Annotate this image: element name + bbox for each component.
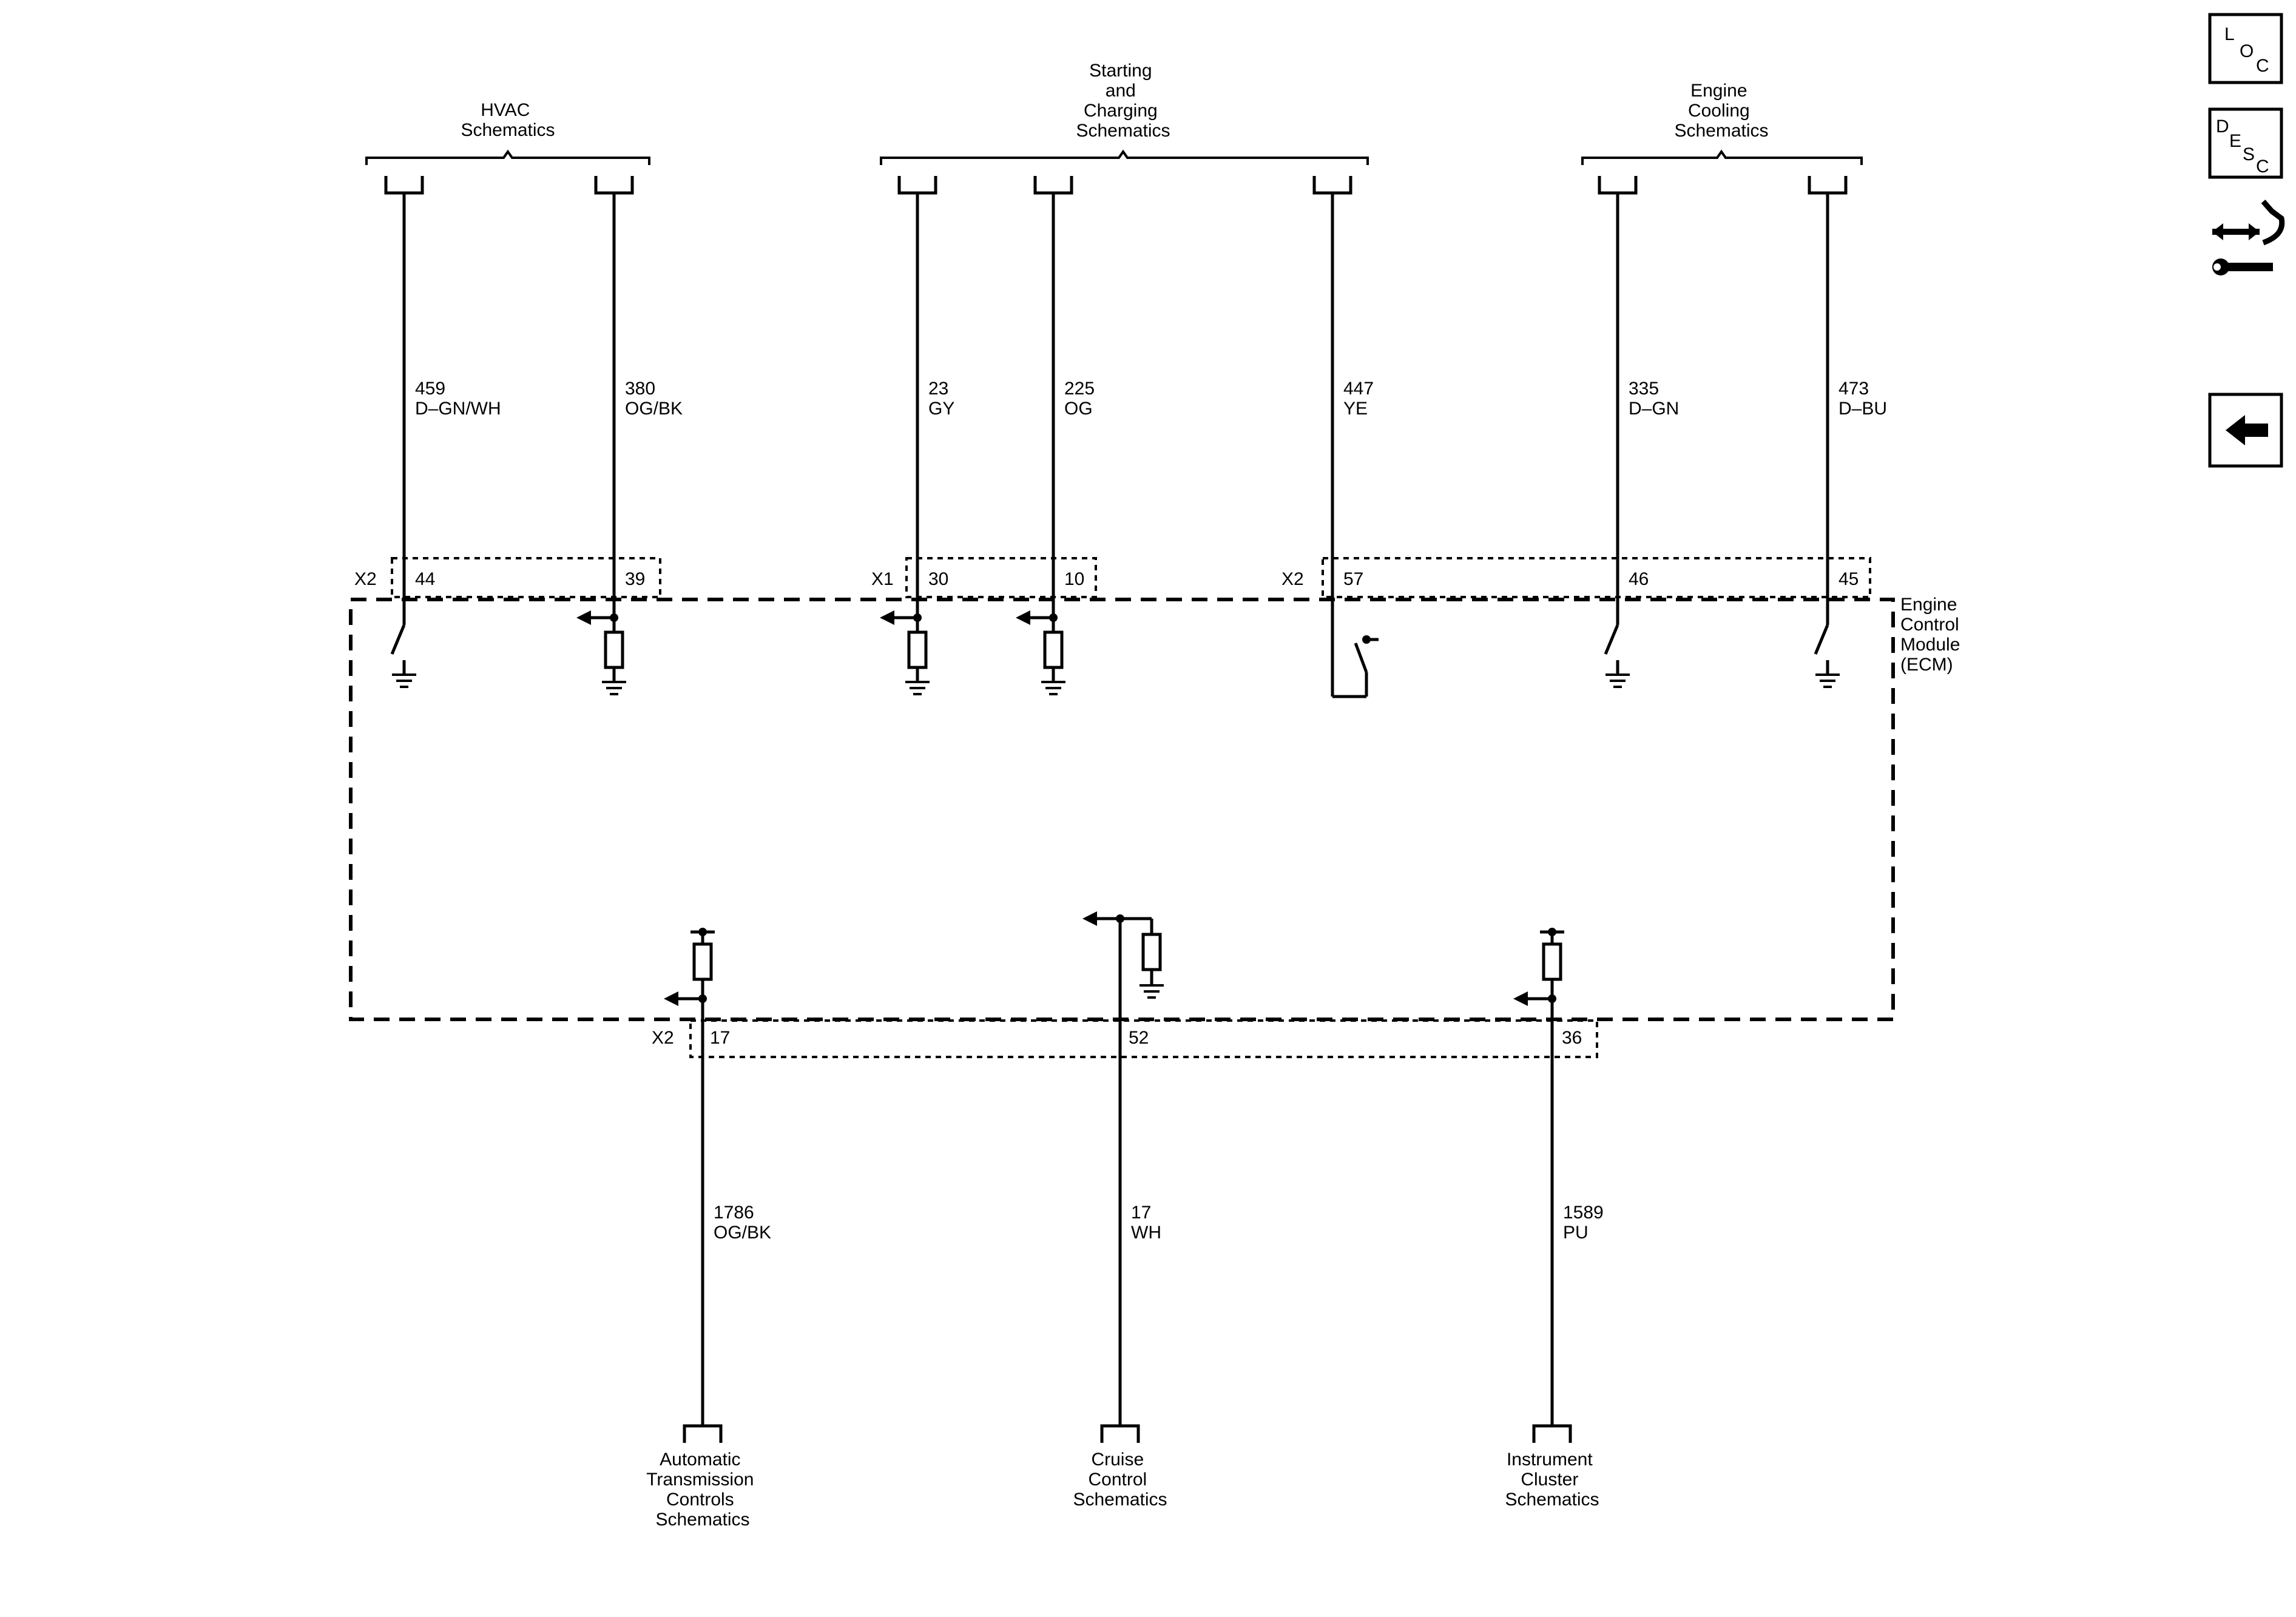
connector-label-x2-top-right: X2 bbox=[1281, 569, 1304, 589]
group-brace-starting-charging bbox=[880, 149, 1369, 165]
group-title-hvac: HVAC Schematics bbox=[461, 100, 555, 140]
loc-icon bbox=[2208, 13, 2283, 84]
top-terminals bbox=[384, 176, 1848, 195]
wire-color-473: D–BU bbox=[1838, 399, 1887, 419]
circuit-number-473: 473 bbox=[1838, 379, 1869, 399]
pin-10: 10 bbox=[1064, 569, 1084, 589]
pin-36: 36 bbox=[1562, 1028, 1582, 1048]
wire-color-225: OG bbox=[1064, 399, 1093, 419]
desc-icon bbox=[2208, 107, 2283, 179]
dest-instrument-cluster: Instrument Cluster Schematics bbox=[1505, 1450, 1599, 1510]
bottom-wires bbox=[701, 919, 1554, 1426]
svg-text:E: E bbox=[2229, 131, 2241, 151]
dest-cruise-control: Cruise Control Schematics bbox=[1073, 1450, 1167, 1510]
internal-switch-pullup-447 bbox=[1332, 635, 1379, 698]
ecm-module-boundary bbox=[349, 598, 1895, 1021]
wire-color-380: OG/BK bbox=[625, 399, 683, 419]
wire-color-335: D–GN bbox=[1629, 399, 1679, 419]
circuit-number-1589: 1589 bbox=[1563, 1203, 1604, 1223]
pin-30: 30 bbox=[928, 569, 948, 589]
back-button[interactable] bbox=[2208, 393, 2283, 468]
internal-resistor-ground-380 bbox=[576, 610, 626, 695]
dest-automatic-transmission: Automatic Transmission Controls Schemati… bbox=[646, 1450, 759, 1530]
connector-box-x2-top-right bbox=[1322, 557, 1871, 598]
desc-button[interactable]: D E S C bbox=[2208, 107, 2283, 179]
group-title-engine-cooling: Engine Cooling Schematics bbox=[1674, 81, 1768, 141]
loc-button[interactable]: L O C bbox=[2208, 13, 2283, 84]
wire-color-23: GY bbox=[928, 399, 954, 419]
internal-pullup-1589 bbox=[1513, 928, 1564, 1006]
ecm-module-label: Engine Control Module (ECM) bbox=[1900, 595, 1965, 675]
connector-label-x1: X1 bbox=[871, 569, 894, 589]
svg-text:D: D bbox=[2216, 116, 2229, 137]
svg-text:O: O bbox=[2240, 41, 2254, 61]
pin-57: 57 bbox=[1343, 569, 1363, 589]
pin-52: 52 bbox=[1129, 1028, 1149, 1048]
circuit-number-459: 459 bbox=[415, 379, 445, 399]
circuit-number-335: 335 bbox=[1629, 379, 1659, 399]
pin-46: 46 bbox=[1629, 569, 1649, 589]
top-wires bbox=[402, 193, 1829, 697]
connector-label-x2-top-left: X2 bbox=[354, 569, 377, 589]
internal-pullup-1786 bbox=[664, 928, 715, 1006]
pin-44: 44 bbox=[415, 569, 435, 589]
svg-text:C: C bbox=[2256, 157, 2269, 177]
wire-color-459: D–GN/WH bbox=[415, 399, 501, 419]
internal-switch-ground-335 bbox=[1604, 624, 1630, 688]
connector-box-x2-bottom bbox=[689, 1019, 1598, 1058]
svg-text:C: C bbox=[2256, 56, 2269, 76]
wire-color-1589: PU bbox=[1563, 1223, 1589, 1243]
wire-color-1786: OG/BK bbox=[714, 1223, 771, 1243]
internal-resistor-ground-23 bbox=[880, 610, 930, 695]
bottom-terminals bbox=[683, 1424, 1572, 1443]
circuit-number-380: 380 bbox=[625, 379, 655, 399]
internal-switch-ground-473 bbox=[1814, 624, 1840, 688]
connector-label-x2-bottom: X2 bbox=[652, 1028, 674, 1048]
group-brace-hvac bbox=[365, 149, 650, 165]
circuit-number-17: 17 bbox=[1131, 1203, 1151, 1223]
internal-resistor-ground-225 bbox=[1016, 610, 1065, 695]
pin-45: 45 bbox=[1838, 569, 1859, 589]
connector-repair-button[interactable] bbox=[2212, 200, 2285, 275]
connector-repair-icon bbox=[2212, 200, 2285, 275]
connector-box-x1 bbox=[905, 557, 1097, 598]
svg-text:S: S bbox=[2243, 144, 2255, 164]
circuit-number-23: 23 bbox=[928, 379, 948, 399]
svg-text:L: L bbox=[2224, 24, 2235, 44]
circuit-number-225: 225 bbox=[1064, 379, 1095, 399]
wire-color-17: WH bbox=[1131, 1223, 1161, 1243]
circuit-number-447: 447 bbox=[1343, 379, 1374, 399]
group-brace-engine-cooling bbox=[1581, 149, 1863, 165]
group-title-starting-charging: Starting and Charging Schematics bbox=[1076, 61, 1170, 141]
internal-resistor-ground-17 bbox=[1082, 911, 1164, 999]
connector-box-x2-top-left bbox=[391, 557, 661, 598]
circuit-number-1786: 1786 bbox=[714, 1203, 754, 1223]
pin-17: 17 bbox=[710, 1028, 730, 1048]
internal-switch-ground-459 bbox=[390, 624, 416, 688]
wire-color-447: YE bbox=[1343, 399, 1368, 419]
pin-39: 39 bbox=[625, 569, 645, 589]
